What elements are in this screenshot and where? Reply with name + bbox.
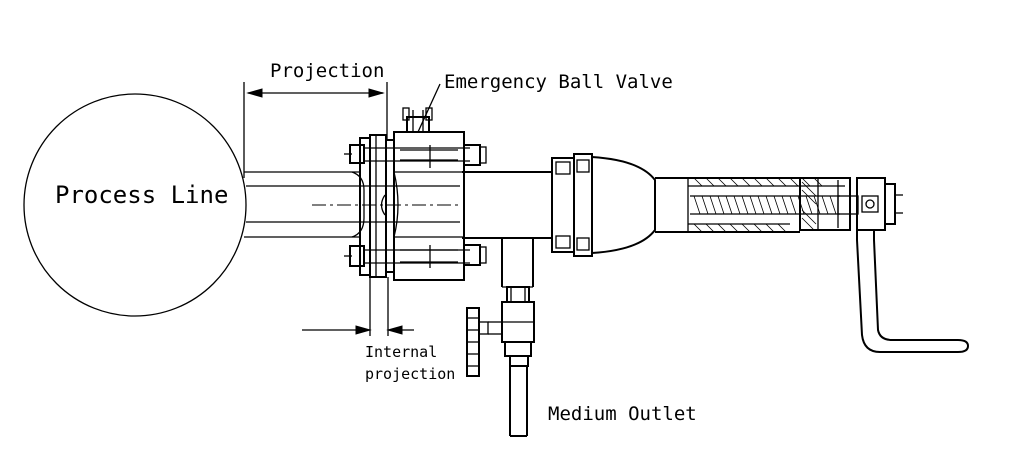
ball-valve-body: [393, 131, 465, 281]
crank-handle-icon[interactable]: [856, 230, 970, 353]
body-flange: [551, 153, 593, 257]
internal-projection-label-line2: projection: [365, 365, 455, 383]
internal-projection-label-line1: Internal: [365, 343, 437, 361]
sampler-body: [462, 171, 553, 239]
outlet-neck: [501, 238, 534, 288]
process-line-label: Process Line: [55, 181, 228, 209]
flange-bolt-top: [344, 144, 487, 166]
valve-stem: [402, 107, 433, 133]
flange-bolt-bottom: [344, 244, 487, 267]
process-line-pipe: [23, 93, 247, 317]
threaded-stem: [655, 177, 850, 233]
process-flange: [359, 134, 395, 278]
needle-valve-handwheel-icon[interactable]: [466, 307, 489, 377]
projection-dimension: [243, 82, 388, 178]
handle-hub: [856, 177, 903, 231]
bell-reducer: [591, 155, 656, 255]
internal-projection-dimension: [302, 277, 414, 336]
inlet-pipe: [244, 171, 460, 238]
projection-label: Projection: [270, 60, 384, 82]
medium-outlet-pipe: [509, 366, 528, 437]
emergency-ball-valve-label: Emergency Ball Valve: [444, 71, 673, 93]
medium-outlet-label: Medium Outlet: [548, 403, 697, 425]
outlet-needle-valve: [488, 286, 535, 367]
